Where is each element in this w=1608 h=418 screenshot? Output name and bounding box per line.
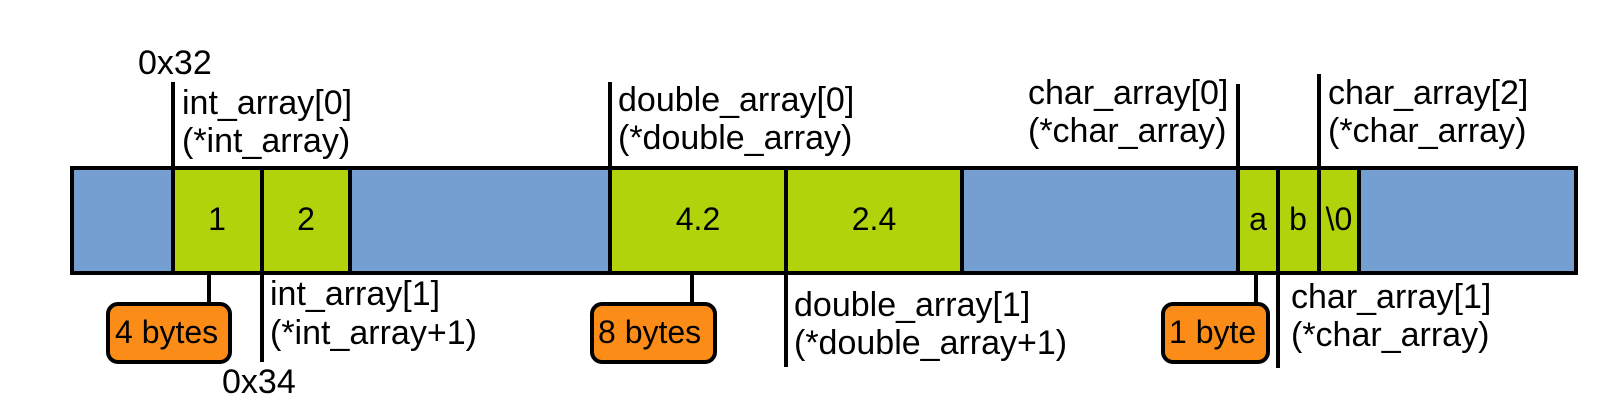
double-size-badge: [590, 302, 717, 364]
char-size-badge: [1161, 302, 1270, 364]
int-value-1: 2: [297, 201, 315, 237]
char-size-badge-text: 1 byte: [1169, 314, 1256, 350]
label-char-array-1-deref: (*char_array): [1291, 316, 1489, 354]
double-value-0: 4.2: [676, 201, 720, 237]
address-next: 0x34: [222, 363, 296, 401]
label-double-array-0: double_array[0]: [618, 81, 854, 119]
label-int-array-1-deref: (*int_array+1): [270, 314, 477, 352]
int-size-badge-text: 4 bytes: [115, 314, 218, 350]
char-value-2: \0: [1326, 201, 1353, 237]
address-start: 0x32: [138, 44, 212, 82]
label-int-array-1: int_array[1]: [270, 275, 440, 313]
label-double-array-1-deref: (*double_array+1): [794, 324, 1067, 362]
label-double-array-1: double_array[1]: [794, 286, 1030, 324]
label-double-array-0-deref: (*double_array): [618, 119, 852, 157]
double-size-badge-text: 8 bytes: [598, 314, 701, 350]
int-size-badge: [106, 302, 232, 364]
int-value-0: 1: [208, 201, 226, 237]
label-char-array-2-deref: (*char_array): [1328, 112, 1526, 150]
label-char-array-2: char_array[2]: [1328, 74, 1528, 112]
double-value-1: 2.4: [852, 201, 896, 237]
label-int-array-0: int_array[0]: [182, 84, 352, 122]
char-cell-2: [1317, 166, 1361, 275]
pointer-lines: [171, 74, 1321, 368]
double-cell-1: [784, 166, 964, 275]
label-char-array-0: char_array[0]: [1028, 74, 1228, 112]
label-char-array-1: char_array[1]: [1291, 278, 1491, 316]
int-cell-0: [171, 166, 264, 275]
char-value-1: b: [1289, 201, 1307, 237]
int-cell-1: [260, 166, 352, 275]
label-char-array-0-deref: (*char_array): [1028, 112, 1226, 150]
char-value-0: a: [1249, 201, 1267, 237]
label-int-array-0-deref: (*int_array): [182, 122, 350, 160]
